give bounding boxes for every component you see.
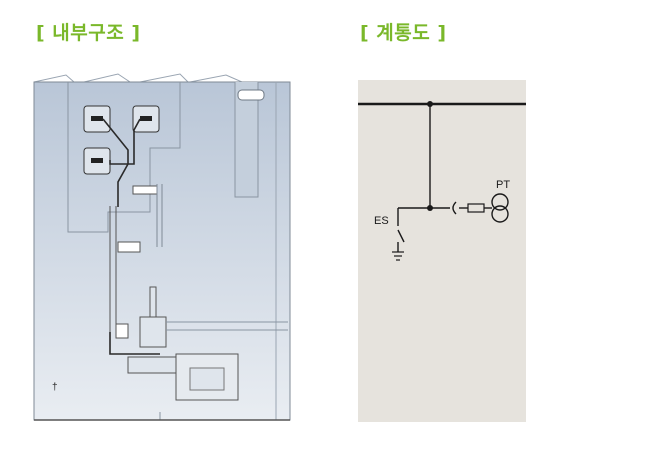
cabinet-cross-section: † [33, 73, 291, 421]
fuse [467, 203, 485, 213]
internal-structure-drawing: † [30, 72, 300, 432]
upper-compartment [67, 82, 181, 233]
structure-marker: † [52, 382, 58, 393]
internal-structure-heading: [ 내부구조 ] [36, 22, 141, 44]
busbar-conductors [102, 118, 141, 207]
roof-vents [33, 73, 243, 83]
single-line-diagram: ES PT [358, 80, 526, 422]
disconnect-link [452, 201, 457, 215]
indicator-window [237, 89, 265, 101]
circuit-diagram: ES PT [358, 80, 526, 422]
pt-unit [127, 356, 177, 374]
vertical-conductor [109, 206, 117, 332]
es-label: ES [374, 215, 389, 227]
lv-compartment [234, 82, 259, 198]
pt-label: PT [496, 179, 510, 191]
pt-transformer [491, 193, 509, 211]
disconnector [139, 316, 167, 348]
earthing-switch [397, 229, 405, 243]
diagram-background [358, 80, 526, 422]
circuit-diagram-heading: [ 계통도 ] [360, 22, 447, 44]
